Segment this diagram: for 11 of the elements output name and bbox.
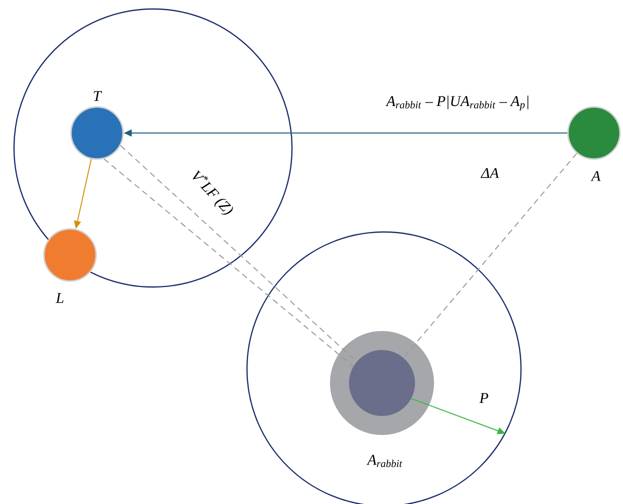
node-label: A [590,171,601,181]
core-circle [349,350,415,416]
edge-label: V$^{*}$LF (Z) [192,170,233,215]
node-label: A$_{rabbit}$ [366,454,402,468]
node-label: T [94,91,102,101]
edge-label: P [479,393,488,403]
dashed-line [402,152,578,358]
edge-label: A$_{rabbit}$ – P|UA$_{rabbit}$ – A$_{p}$| [386,96,528,110]
edge-label: ΔA [480,168,499,178]
node-label: L [56,293,64,303]
region-circle [13,8,293,288]
